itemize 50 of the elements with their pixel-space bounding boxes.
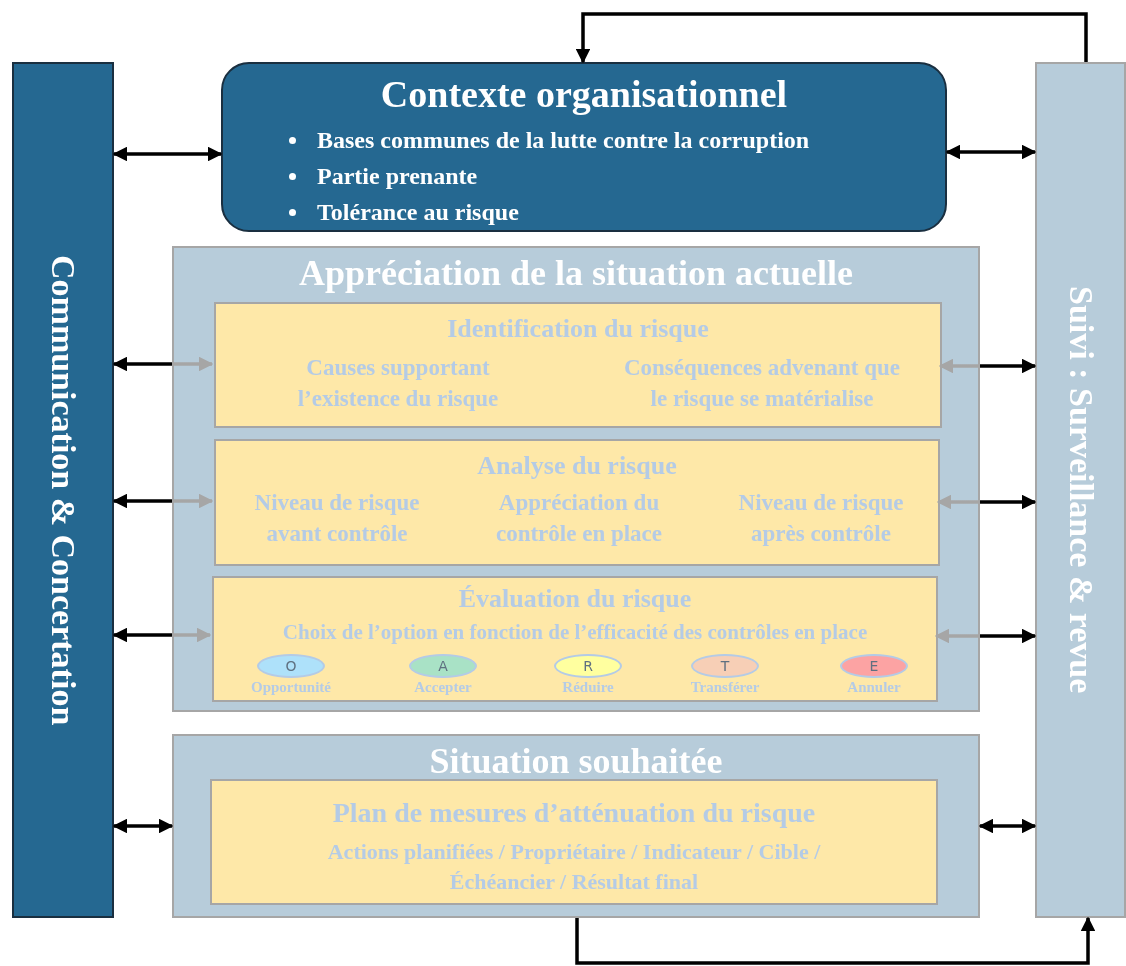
stage-panel bbox=[172, 246, 980, 712]
step-text: Actions planifiées / Propriétaire / Indicateur / Cible / Échéancier / Résultat final bbox=[326, 838, 822, 896]
step-box bbox=[214, 302, 942, 428]
step-text: Choix de l’option en fonction de l’efficacité des contrôles en place bbox=[281, 620, 869, 645]
arrow bbox=[938, 358, 1037, 374]
option-label: Annuler bbox=[846, 679, 902, 696]
arrow bbox=[112, 627, 212, 643]
bullet-item: Partie prenante bbox=[317, 162, 479, 191]
step-box bbox=[210, 779, 938, 905]
arrow bbox=[934, 628, 1037, 644]
arrow bbox=[575, 12, 1088, 64]
option-label: Transférer bbox=[689, 679, 761, 696]
panel-title: Suivi : Surveillance & revue bbox=[1061, 285, 1101, 696]
arrow bbox=[112, 356, 214, 372]
side-panel bbox=[1035, 62, 1126, 918]
step-text: Niveau de risque après contrôle bbox=[737, 489, 905, 549]
arrow bbox=[575, 916, 1096, 965]
arrow bbox=[112, 818, 174, 834]
panel-title: Situation souhaitée bbox=[428, 740, 724, 783]
arrow bbox=[945, 144, 1037, 160]
option-badge: A bbox=[409, 654, 477, 678]
arrow bbox=[112, 493, 214, 509]
step-text: Conséquences advenant que le risque se matérialise bbox=[622, 354, 901, 414]
arrow bbox=[112, 146, 223, 162]
step-title: Plan de mesures d’atténuation du risque bbox=[331, 797, 817, 829]
step-title: Identification du risque bbox=[446, 314, 710, 344]
step-text: Appréciation du contrôle en place bbox=[494, 489, 664, 549]
option-badge: E bbox=[840, 654, 908, 678]
option-badge: R bbox=[554, 654, 622, 678]
step-text: Causes supportant l’existence du risque bbox=[296, 354, 500, 414]
option-label: Opportunité bbox=[250, 679, 332, 696]
step-text: Niveau de risque avant contrôle bbox=[253, 489, 421, 549]
side-panel bbox=[12, 62, 114, 918]
option-badge: O bbox=[257, 654, 325, 678]
context-box bbox=[221, 62, 947, 232]
step-box bbox=[212, 576, 938, 702]
arrow bbox=[936, 494, 1037, 510]
option-label: Réduire bbox=[561, 679, 615, 696]
box-title: Contexte organisationnel bbox=[379, 72, 789, 116]
option-label: Accepter bbox=[413, 679, 473, 696]
step-title: Analyse du risque bbox=[476, 451, 678, 481]
bullet-item: Tolérance au risque bbox=[317, 198, 520, 227]
option-badge: T bbox=[691, 654, 759, 678]
arrow bbox=[978, 818, 1037, 834]
stage-panel bbox=[172, 734, 980, 918]
panel-title: Appréciation de la situation actuelle bbox=[298, 252, 854, 295]
panel-title: Communication & Concertation bbox=[44, 253, 83, 728]
bullet-item: Bases communes de la lutte contre la corruption bbox=[317, 126, 810, 155]
step-box bbox=[214, 439, 940, 566]
step-title: Évaluation du risque bbox=[457, 584, 693, 614]
